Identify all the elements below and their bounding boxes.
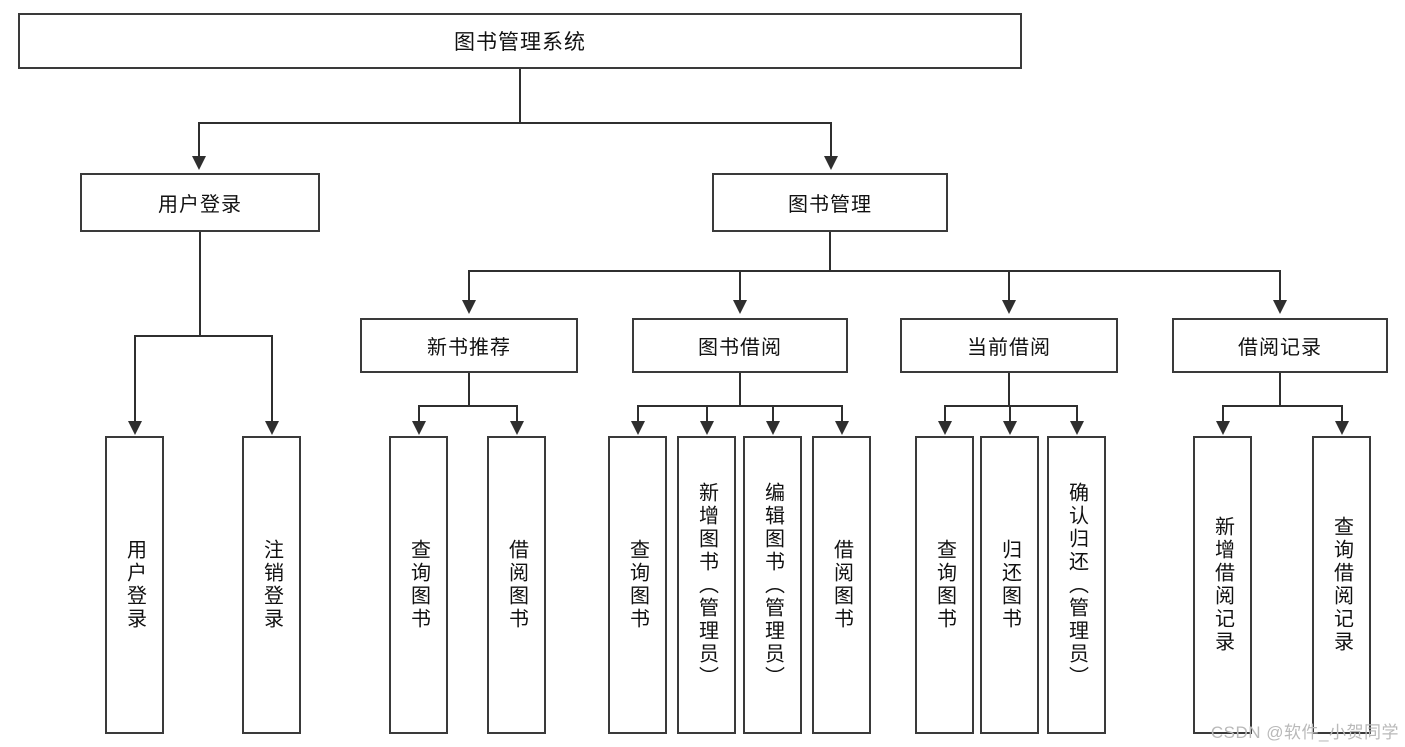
leaf-return-book[interactable]: 归还图书 <box>980 436 1039 734</box>
arrow-down-icon <box>631 421 645 435</box>
arrow-down-icon <box>1070 421 1084 435</box>
connector-bookborrow-to-leaf2 <box>706 405 708 423</box>
connector-userlogin-to-leaf2 <box>271 335 273 423</box>
arrow-down-icon <box>1273 300 1287 314</box>
connector-newbook-stem <box>468 373 470 406</box>
connector-root-bar <box>198 122 832 124</box>
connector-currentborrow-to-leaf2 <box>1009 405 1011 423</box>
node-label: 查询借阅记录 <box>1330 516 1353 654</box>
leaf-query-book-current[interactable]: 查询图书 <box>915 436 974 734</box>
connector-bookborrow-stem <box>739 373 741 406</box>
node-current-borrow[interactable]: 当前借阅 <box>900 318 1118 373</box>
node-label: 借阅图书 <box>505 539 528 631</box>
connector-userlogin-bar <box>134 335 273 337</box>
node-label: 确认归还（管理员） <box>1065 481 1088 689</box>
arrow-down-icon <box>1216 421 1230 435</box>
node-label: 当前借阅 <box>967 337 1051 359</box>
node-label: 注销登录 <box>260 539 283 631</box>
arrow-down-icon <box>128 421 142 435</box>
arrow-down-icon <box>835 421 849 435</box>
connector-userlogin-stem <box>199 232 201 336</box>
arrow-down-icon <box>1003 421 1017 435</box>
leaf-query-book-recommend[interactable]: 查询图书 <box>389 436 448 734</box>
node-label: 用户登录 <box>158 194 242 216</box>
node-label: 用户登录 <box>123 539 146 631</box>
leaf-confirm-return-admin[interactable]: 确认归还（管理员） <box>1047 436 1106 734</box>
node-label: 新书推荐 <box>427 337 511 359</box>
arrow-down-icon <box>824 156 838 170</box>
connector-bookmgmt-stem <box>829 232 831 271</box>
node-label: 借阅记录 <box>1238 337 1322 359</box>
node-label: 图书借阅 <box>698 337 782 359</box>
arrow-down-icon <box>1002 300 1016 314</box>
connector-borrowrecord-to-leaf1 <box>1222 405 1224 423</box>
connector-newbook-to-leaf2 <box>516 405 518 423</box>
connector-bookmgmt-to-lvl3-4 <box>1279 270 1281 302</box>
leaf-add-borrow-record[interactable]: 新增借阅记录 <box>1193 436 1252 734</box>
node-label: 新增借阅记录 <box>1211 516 1234 654</box>
node-root-system[interactable]: 图书管理系统 <box>18 13 1022 69</box>
connector-currentborrow-to-leaf3 <box>1076 405 1078 423</box>
node-label: 图书管理系统 <box>454 31 586 54</box>
connector-bookborrow-bar <box>637 405 843 407</box>
connector-root-stem <box>519 69 521 123</box>
leaf-query-book-borrow[interactable]: 查询图书 <box>608 436 667 734</box>
arrow-down-icon <box>733 300 747 314</box>
arrow-down-icon <box>700 421 714 435</box>
node-label: 查询图书 <box>933 539 956 631</box>
node-label: 新增图书（管理员） <box>695 481 718 689</box>
node-book-management[interactable]: 图书管理 <box>712 173 948 232</box>
node-user-login[interactable]: 用户登录 <box>80 173 320 232</box>
connector-bookmgmt-to-lvl3-1 <box>468 270 470 302</box>
arrow-down-icon <box>412 421 426 435</box>
connector-borrowrecord-bar <box>1222 405 1342 407</box>
node-label: 查询图书 <box>407 539 430 631</box>
connector-currentborrow-to-leaf1 <box>944 405 946 423</box>
node-new-book-recommend[interactable]: 新书推荐 <box>360 318 578 373</box>
connector-borrowrecord-stem <box>1279 373 1281 406</box>
leaf-query-borrow-record[interactable]: 查询借阅记录 <box>1312 436 1371 734</box>
node-book-borrow[interactable]: 图书借阅 <box>632 318 848 373</box>
connector-newbook-bar <box>418 405 518 407</box>
leaf-edit-book-admin[interactable]: 编辑图书（管理员） <box>743 436 802 734</box>
node-label: 借阅图书 <box>830 539 853 631</box>
arrow-down-icon <box>192 156 206 170</box>
node-label: 查询图书 <box>626 539 649 631</box>
leaf-borrow-book-recommend[interactable]: 借阅图书 <box>487 436 546 734</box>
connector-userlogin-to-leaf1 <box>134 335 136 423</box>
connector-bookmgmt-to-lvl3-2 <box>739 270 741 302</box>
connector-currentborrow-stem <box>1008 373 1010 406</box>
arrow-down-icon <box>265 421 279 435</box>
arrow-down-icon <box>1335 421 1349 435</box>
arrow-down-icon <box>462 300 476 314</box>
arrow-down-icon <box>510 421 524 435</box>
arrow-down-icon <box>938 421 952 435</box>
node-label: 图书管理 <box>788 194 872 216</box>
connector-borrowrecord-to-leaf2 <box>1341 405 1343 423</box>
connector-root-to-bookmgmt <box>830 122 832 158</box>
connector-newbook-to-leaf1 <box>418 405 420 423</box>
connector-bookborrow-to-leaf3 <box>772 405 774 423</box>
connector-root-to-userlogin <box>198 122 200 158</box>
leaf-borrow-book[interactable]: 借阅图书 <box>812 436 871 734</box>
node-borrow-record[interactable]: 借阅记录 <box>1172 318 1388 373</box>
leaf-add-book-admin[interactable]: 新增图书（管理员） <box>677 436 736 734</box>
node-label: 归还图书 <box>998 539 1021 631</box>
connector-currentborrow-bar <box>944 405 1078 407</box>
arrow-down-icon <box>766 421 780 435</box>
leaf-user-login[interactable]: 用户登录 <box>105 436 164 734</box>
connector-bookmgmt-bar <box>468 270 1280 272</box>
connector-bookborrow-to-leaf1 <box>637 405 639 423</box>
node-label: 编辑图书（管理员） <box>761 481 784 689</box>
connector-bookborrow-to-leaf4 <box>841 405 843 423</box>
connector-bookmgmt-to-lvl3-3 <box>1008 270 1010 302</box>
leaf-logout[interactable]: 注销登录 <box>242 436 301 734</box>
